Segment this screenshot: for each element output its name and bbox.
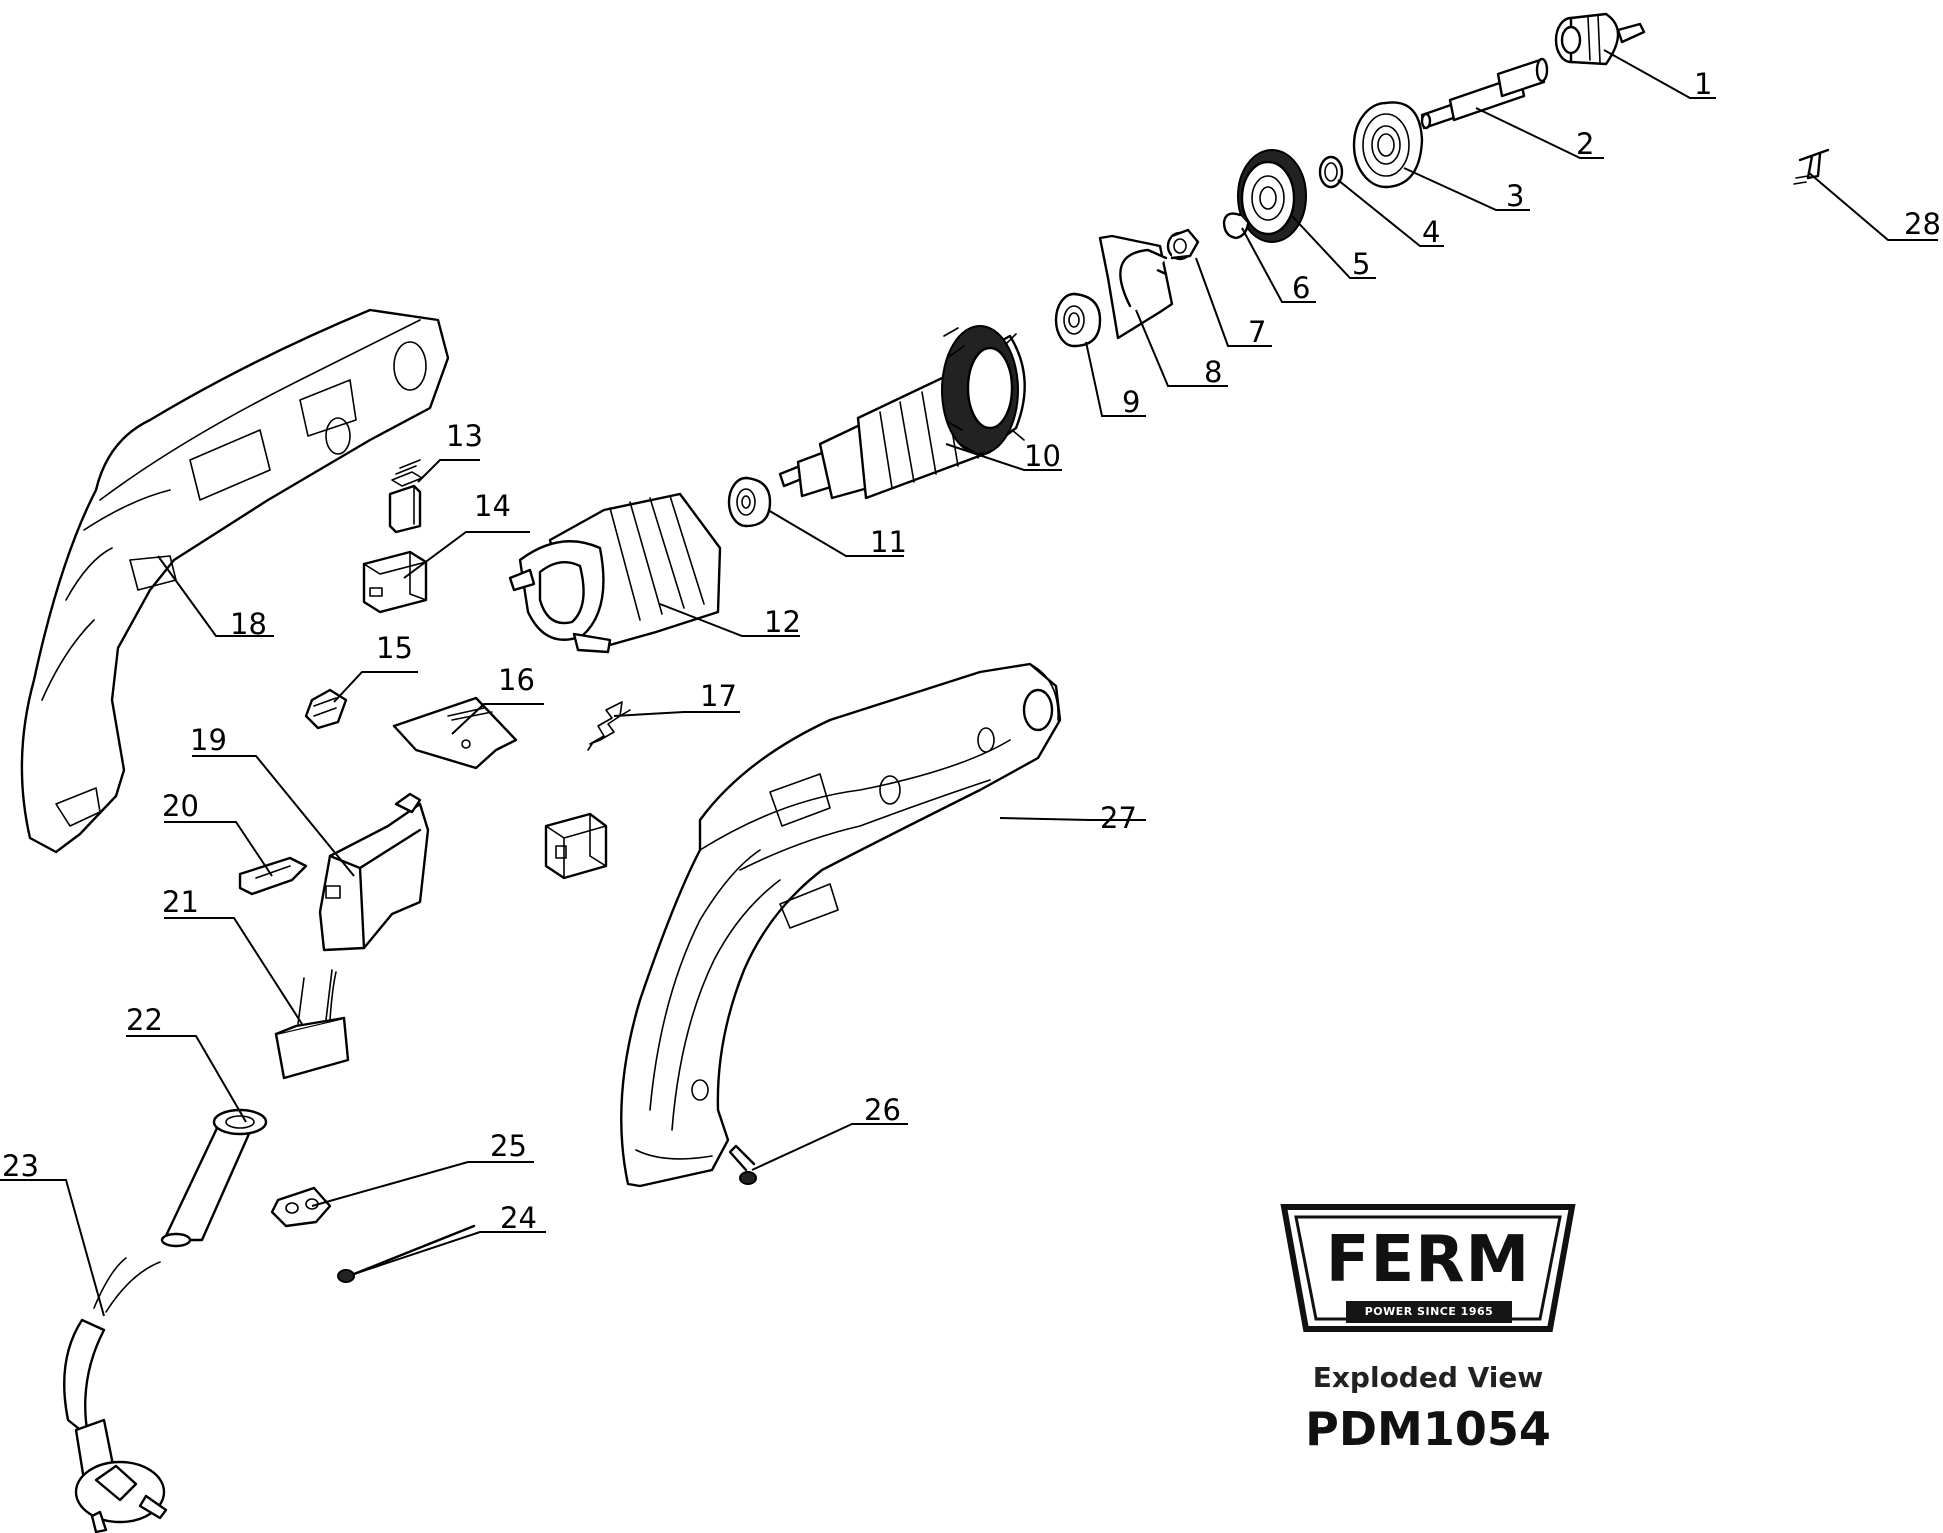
logo-tagline: POWER SINCE 1965 [1346, 1301, 1512, 1323]
part-screw-28 [1793, 148, 1830, 185]
part-switch-button [544, 812, 608, 880]
part-bearing-plate [1098, 234, 1174, 340]
part-ball-bearing-large [1352, 101, 1424, 189]
callout-21: 21 [162, 885, 199, 919]
callout-9: 9 [1122, 385, 1140, 419]
callout-24: 24 [500, 1201, 537, 1235]
part-ball-bearing-medium [1054, 292, 1102, 348]
callout-6: 6 [1292, 271, 1310, 305]
part-spring-clip [587, 701, 631, 751]
part-bushing [1166, 228, 1200, 261]
part-switch-plate [392, 696, 518, 770]
logo-wordmark: FERM [1325, 1223, 1531, 1297]
part-housing-right [620, 662, 1062, 1188]
callout-11: 11 [870, 525, 907, 559]
callout-28: 28 [1904, 207, 1941, 241]
part-stator [508, 492, 722, 654]
part-brush-holder [362, 550, 428, 614]
part-screw-26 [728, 1144, 757, 1185]
callout-19: 19 [190, 723, 227, 757]
callout-4: 4 [1422, 215, 1440, 249]
title-block: FERM POWER SINCE 1965 Exploded View PDM1… [1262, 1201, 1592, 1457]
callout-16: 16 [498, 663, 535, 697]
model-number: PDM1054 [1305, 1402, 1551, 1456]
part-armature [778, 325, 1026, 500]
part-gear [1237, 149, 1307, 243]
callout-23: 23 [2, 1149, 39, 1183]
callout-7: 7 [1248, 315, 1266, 349]
part-retaining-ring-4 [1318, 155, 1344, 189]
part-spindle [1420, 57, 1549, 130]
diagram-caption: Exploded View [1312, 1361, 1544, 1394]
part-capacitor [274, 969, 350, 1080]
part-screw-24 [337, 1224, 476, 1283]
ferm-logo-badge [1280, 1204, 1576, 1332]
part-housing-left [20, 308, 450, 854]
part-power-cord [63, 1257, 168, 1533]
callout-2: 2 [1576, 127, 1594, 161]
callout-1: 1 [1694, 67, 1712, 101]
callout-13: 13 [446, 419, 483, 453]
callout-17: 17 [700, 679, 737, 713]
callout-27: 27 [1100, 801, 1137, 835]
part-drill-chuck [1554, 12, 1646, 66]
part-cord-clamp [270, 1186, 332, 1228]
callout-5: 5 [1352, 247, 1370, 281]
callout-3: 3 [1506, 179, 1524, 213]
callout-26: 26 [864, 1093, 901, 1127]
leader-lines [0, 49, 1938, 1317]
callout-10: 10 [1024, 439, 1061, 473]
callout-22: 22 [126, 1003, 163, 1037]
callout-14: 14 [474, 489, 511, 523]
part-switch [318, 792, 430, 952]
callout-15: 15 [376, 631, 413, 665]
part-carbon-brush [388, 459, 423, 534]
part-cable-clamp [238, 856, 308, 896]
callout-20: 20 [162, 789, 199, 823]
callout-8: 8 [1204, 355, 1222, 389]
part-ball-bearing-small [727, 476, 772, 528]
callout-18: 18 [230, 607, 267, 641]
callout-12: 12 [764, 605, 801, 639]
callout-numbers: 1 2 3 4 5 6 7 8 9 10 11 12 13 14 15 16 1… [2, 67, 1941, 1235]
part-cord-sleeve [160, 1108, 268, 1248]
callout-25: 25 [490, 1129, 527, 1163]
